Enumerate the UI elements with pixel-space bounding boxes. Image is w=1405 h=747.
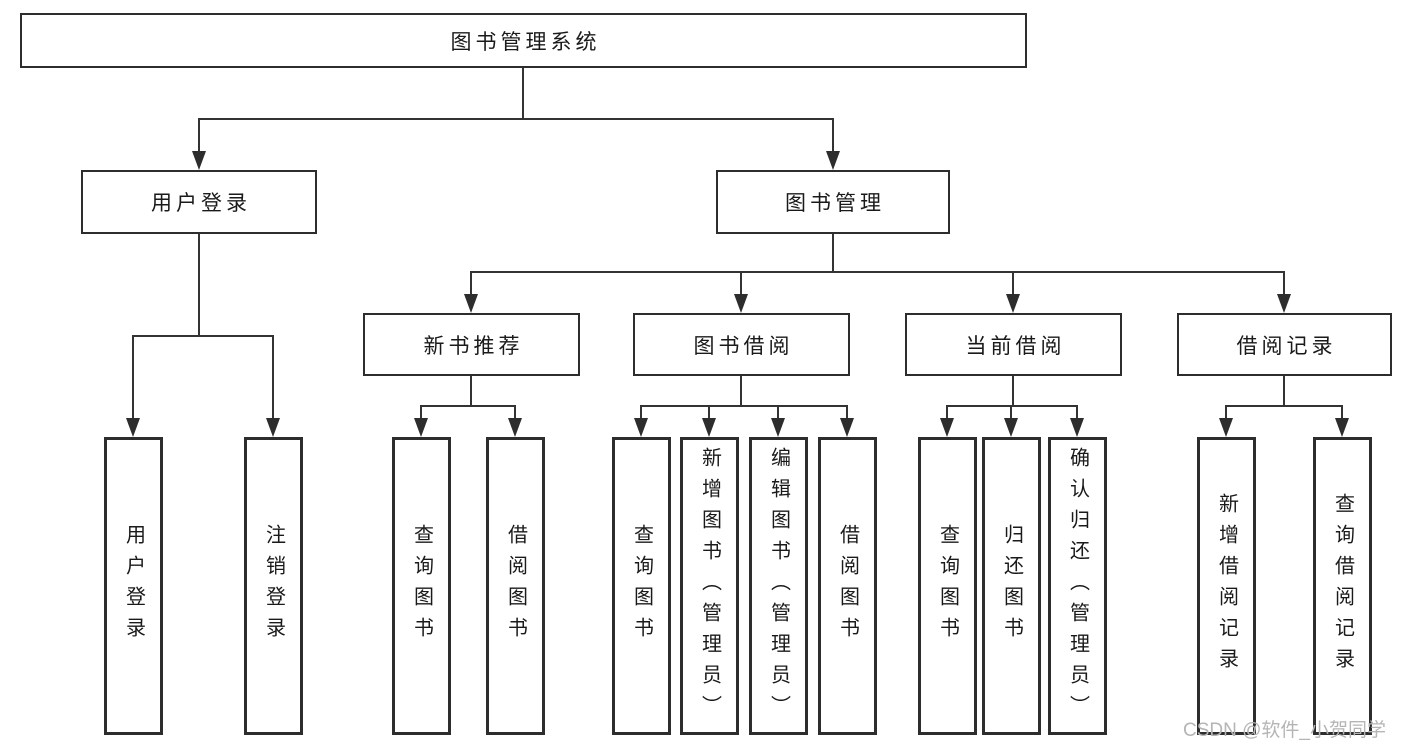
leaf-node-confirm-return-admin: 确认归还（管理员）: [1048, 437, 1107, 735]
leaf-node-label: 查询借阅记录: [1331, 493, 1354, 679]
leaf-node-add-books-admin: 新增图书（管理员）: [680, 437, 739, 735]
connector-user-login-branch: [126, 233, 280, 437]
node-label: 借阅记录: [1236, 334, 1337, 358]
leaf-node-search-books: 查询图书: [918, 437, 977, 735]
node-user-login: 用户登录: [81, 170, 317, 234]
leaf-node-label: 借阅图书: [836, 524, 859, 648]
arrow-down-icon: [1006, 294, 1020, 313]
node-label: 图书借阅: [693, 334, 794, 358]
arrow-down-icon: [126, 418, 140, 437]
node-book-management: 图书管理: [716, 170, 950, 234]
leaf-node-search-borrow-record: 查询借阅记录: [1313, 437, 1372, 735]
leaf-node-borrow-books: 借阅图书: [818, 437, 877, 735]
node-book-borrow: 图书借阅: [633, 313, 850, 376]
arrow-down-icon: [771, 418, 785, 437]
leaf-node-label: 归还图书: [1000, 524, 1023, 648]
node-borrow-records: 借阅记录: [1177, 313, 1392, 376]
node-label: 新书推荐: [423, 334, 524, 358]
arrow-down-icon: [1277, 294, 1291, 313]
arrow-down-icon: [840, 418, 854, 437]
csdn-watermark: CSDN @软件_小贺同学: [1183, 720, 1386, 741]
arrow-down-icon: [266, 418, 280, 437]
arrow-down-icon: [734, 294, 748, 313]
arrow-down-icon: [940, 418, 954, 437]
arrow-down-icon: [1335, 418, 1349, 437]
arrow-down-icon: [464, 294, 478, 313]
arrow-down-icon: [1004, 418, 1018, 437]
leaf-node-label: 用户登录: [122, 524, 145, 648]
leaf-node-label: 新增借阅记录: [1215, 493, 1238, 679]
leaf-node-label: 查询图书: [630, 524, 653, 648]
arrow-down-icon: [508, 418, 522, 437]
arrow-down-icon: [826, 151, 840, 170]
leaf-node-add-borrow-record: 新增借阅记录: [1197, 437, 1256, 735]
leaf-node-return-books: 归还图书: [982, 437, 1041, 735]
leaf-node-search-books: 查询图书: [392, 437, 451, 735]
leaf-node-label: 新增图书（管理员）: [698, 446, 721, 726]
node-label: 用户登录: [151, 192, 251, 215]
arrow-down-icon: [634, 418, 648, 437]
arrow-down-icon: [192, 151, 206, 170]
leaf-node-label: 查询图书: [936, 524, 959, 648]
leaf-node-borrow-books: 借阅图书: [486, 437, 545, 735]
node-label: 图书管理系统: [450, 30, 601, 54]
leaf-node-user-login: 用户登录: [104, 437, 163, 735]
arrow-down-icon: [1219, 418, 1233, 437]
connector-book-borrow-branch: [634, 375, 854, 437]
connector-new-book-recommend-branch: [414, 375, 522, 437]
leaf-node-search-books: 查询图书: [612, 437, 671, 735]
connector-borrow-records-branch: [1219, 375, 1349, 437]
leaf-node-label: 编辑图书（管理员）: [767, 446, 790, 726]
connector-root-to-level2: [192, 67, 840, 170]
arrow-down-icon: [1070, 418, 1084, 437]
leaf-node-edit-books-admin: 编辑图书（管理员）: [749, 437, 808, 735]
leaf-node-label: 注销登录: [262, 524, 285, 648]
node-library-management-system: 图书管理系统: [20, 13, 1027, 68]
connector-book-management-to-level3: [464, 233, 1291, 313]
connector-current-borrow-branch: [940, 375, 1084, 437]
node-label: 图书管理: [785, 192, 885, 215]
leaf-node-logout: 注销登录: [244, 437, 303, 735]
leaf-node-label: 查询图书: [410, 524, 433, 648]
arrow-down-icon: [414, 418, 428, 437]
node-current-borrow: 当前借阅: [905, 313, 1122, 376]
leaf-node-label: 确认归还（管理员）: [1066, 446, 1089, 726]
arrow-down-icon: [702, 418, 716, 437]
node-new-book-recommend: 新书推荐: [363, 313, 580, 376]
leaf-node-label: 借阅图书: [504, 524, 527, 648]
node-label: 当前借阅: [965, 334, 1066, 358]
